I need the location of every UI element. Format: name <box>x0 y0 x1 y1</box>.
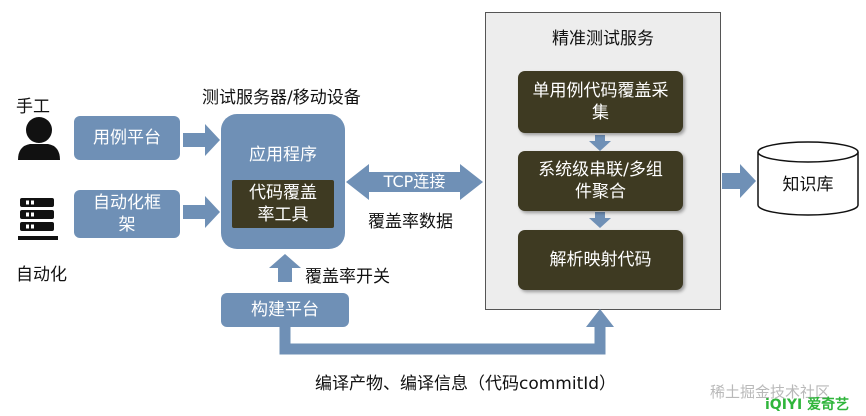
device-title: 测试服务器/移动设备 <box>202 88 361 108</box>
precise-service-title: 精准测试服务 <box>552 29 654 49</box>
coverage-switch-label: 覆盖率开关 <box>305 267 390 287</box>
step-code-mapping: 解析映射代码 <box>518 230 683 290</box>
case-platform-box: 用例平台 <box>74 116 180 160</box>
arrow-build-to-service <box>279 325 606 355</box>
automation-framework-box: 自动化框架 <box>74 190 180 238</box>
coverage-data-label: 覆盖率数据 <box>368 212 453 232</box>
build-platform-box: 构建平台 <box>221 293 349 327</box>
tcp-label: TCP连接 <box>383 172 446 191</box>
server-icon <box>18 198 58 240</box>
automation-label: 自动化 <box>16 265 67 285</box>
coverage-tool-box: 代码覆盖率工具 <box>232 180 334 228</box>
person-icon <box>18 117 60 160</box>
arrow-framework-to-app <box>183 196 220 228</box>
manual-label: 手工 <box>16 97 50 117</box>
iqiyi-logo: iQIYI 爱奇艺 <box>765 397 850 413</box>
knowledge-base-label: 知识库 <box>782 175 834 195</box>
app-label: 应用程序 <box>249 145 317 165</box>
arrow-step1-to-step2 <box>589 135 611 151</box>
arrow-tcp-double <box>346 164 483 200</box>
arrow-step2-to-step3 <box>589 212 611 228</box>
step-coverage-collection: 单用例代码覆盖采集 <box>518 71 683 133</box>
arrow-service-to-knowledge <box>722 164 756 198</box>
artifacts-label: 编译产物、编译信息（代码commitId） <box>315 374 617 394</box>
database-icon <box>757 141 859 216</box>
arrow-case-to-app <box>183 124 220 156</box>
arrow-build-to-app <box>269 254 301 282</box>
step-system-aggregation: 系统级串联/多组件聚合 <box>518 151 683 211</box>
watermark-text: 稀土掘金技术社区 <box>710 383 831 401</box>
